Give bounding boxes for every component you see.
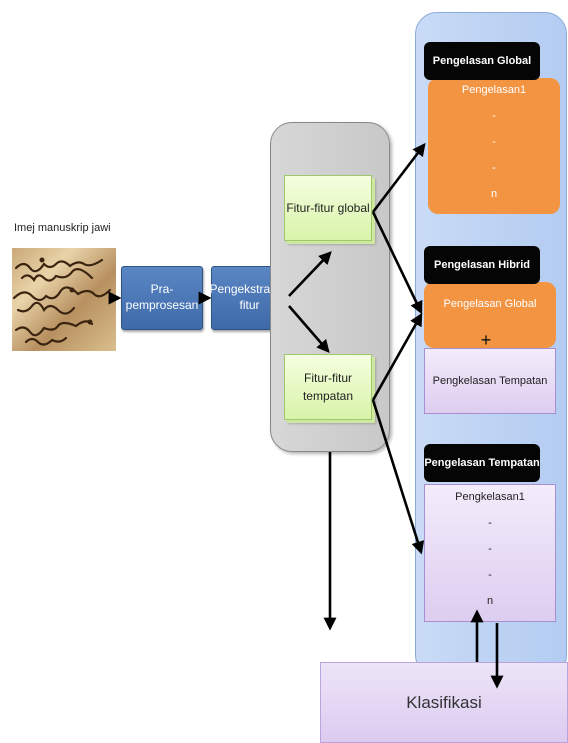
input-image-title: Imej manuskrip jawi (14, 222, 111, 234)
local-features-box: Fitur-fitur tempatan (284, 354, 372, 420)
local-classification-title: Pengelasan Tempatan (424, 444, 540, 482)
global-item-3: - (492, 136, 496, 148)
global-item-1: Pengelasan1 (461, 84, 527, 96)
local-item-n: n (486, 595, 494, 607)
hybrid-local-label: Pengkelasan Tempatan (432, 375, 548, 387)
feature-extraction-label: Pengekstrakan fitur (209, 282, 290, 312)
preprocess-label: Pra-pemprosesan (125, 282, 199, 312)
manuscript-script-drawing (12, 257, 112, 346)
local-item-3: - (488, 543, 492, 555)
hybrid-global-label: Pengelasan Global (443, 298, 537, 310)
classification-output-box: Klasifikasi (320, 662, 568, 743)
global-classification-box: Pengelasan1 - - - n (428, 78, 560, 214)
hybrid-local-box: Pengkelasan Tempatan (424, 348, 556, 414)
global-item-n: n (490, 188, 498, 200)
global-features-label: Fitur-fitur global (286, 201, 370, 215)
hybrid-classification-title: Pengelasan Hibrid (424, 246, 540, 284)
local-classification-box: Pengkelasan1 - - - n (424, 484, 556, 622)
jawi-manuscript-image (12, 248, 116, 351)
global-classification-title: Pengelasan Global (424, 42, 540, 80)
hybrid-global-box: Pengelasan Global (424, 282, 556, 348)
local-item-4: - (488, 569, 492, 581)
local-item-1: Pengkelasan1 (455, 491, 525, 503)
preprocess-box: Pra-pemprosesan (121, 266, 203, 330)
local-features-label: Fitur-fitur tempatan (302, 371, 354, 403)
local-item-2: - (488, 517, 492, 529)
global-features-box: Fitur-fitur global (284, 175, 372, 241)
global-item-2: - (492, 110, 496, 122)
hybrid-plus: + (480, 330, 492, 350)
classification-output-label: Klasifikasi (406, 692, 482, 712)
global-item-4: - (492, 162, 496, 174)
